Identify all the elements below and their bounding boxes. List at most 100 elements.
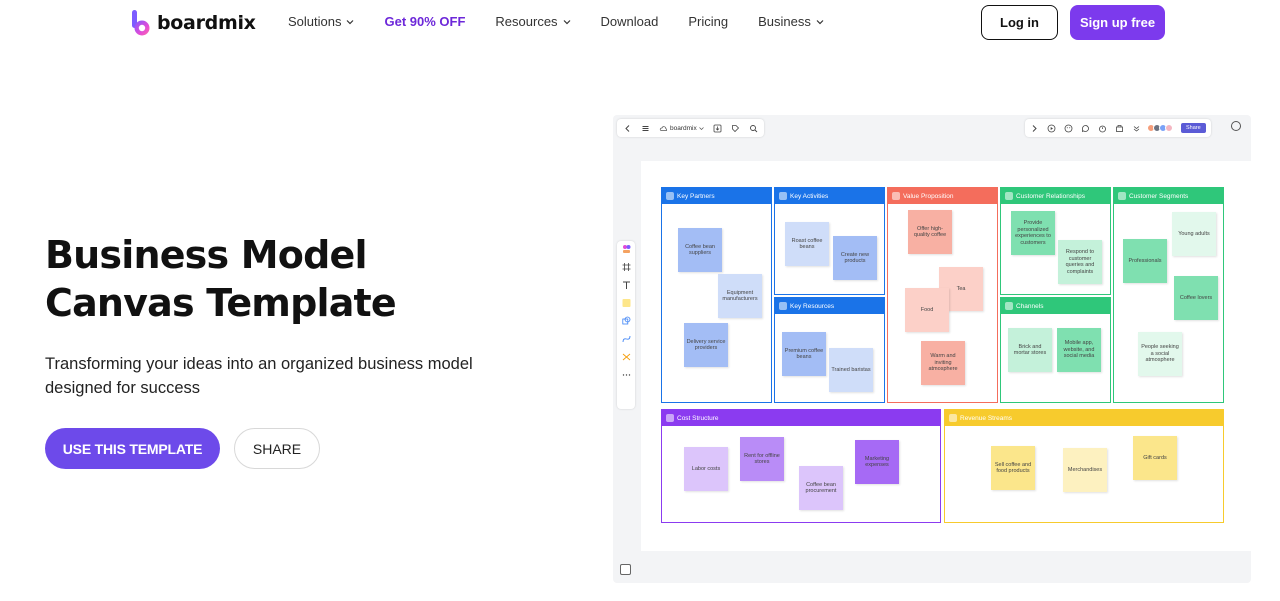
block-customer-segments: Customer Segments Young adults Professio…	[1113, 187, 1224, 403]
sticky-note[interactable]: Premium coffee beans	[782, 332, 826, 376]
value-proposition-icon	[892, 192, 900, 200]
sticky-note[interactable]: Offer high-quality coffee	[908, 210, 952, 254]
block-header: Key Activities	[775, 188, 884, 204]
more-chevron-icon	[1133, 125, 1140, 132]
sticky-note[interactable]: Rent for offline stores	[740, 437, 784, 481]
nav-promo-label: Get 90% OFF	[384, 14, 466, 29]
chevron-down-icon	[816, 19, 824, 24]
sticky-note[interactable]: Coffee bean procurement	[799, 466, 843, 510]
block-title: Customer Relationships	[1016, 192, 1086, 200]
customer-segments-icon	[1118, 192, 1126, 200]
back-icon	[625, 124, 630, 132]
key-partners-icon	[666, 192, 674, 200]
download-icon	[713, 124, 722, 132]
sticky-note[interactable]: Delivery service providers	[684, 323, 728, 367]
sticky-note[interactable]: Warm and inviting atmosphere	[921, 341, 965, 385]
key-resources-icon	[779, 302, 787, 310]
nav-resources[interactable]: Resources	[495, 14, 570, 29]
sticky-note[interactable]: Sell coffee and food products	[991, 446, 1035, 490]
sticky-note[interactable]: Respond to customer queries and complain…	[1058, 240, 1102, 284]
sticky-note[interactable]: Food	[905, 288, 949, 332]
signup-button[interactable]: Sign up free	[1070, 5, 1165, 40]
side-toolbar	[617, 241, 635, 409]
block-header: Key Partners	[662, 188, 771, 204]
nav-pricing-label: Pricing	[688, 14, 729, 29]
sticky-note[interactable]: Roast coffee beans	[785, 222, 829, 266]
help-icon[interactable]	[1231, 121, 1241, 131]
sticky-note[interactable]: Professionals	[1123, 239, 1167, 283]
title-line-1: Business Model	[45, 233, 367, 277]
key-activities-icon	[779, 192, 787, 200]
board-share-button[interactable]: Share	[1181, 123, 1206, 133]
sticky-note[interactable]: Merchandises	[1063, 448, 1107, 492]
text-icon	[622, 281, 630, 289]
nav-business[interactable]: Business	[758, 14, 824, 29]
sticky-note[interactable]: Create new products	[833, 236, 877, 280]
frame-icon	[622, 263, 630, 271]
use-template-button[interactable]: USE THIS TEMPLATE	[45, 428, 220, 469]
preview-toolbar-left: boardmix	[617, 119, 764, 137]
nav-solutions-label: Solutions	[288, 14, 342, 29]
block-title: Key Activities	[790, 192, 829, 200]
chevron-down-icon	[563, 19, 570, 24]
comment-icon	[1082, 124, 1089, 132]
sticky-note[interactable]: Marketing expenses	[855, 440, 899, 484]
sticky-note[interactable]: Coffee lovers	[1174, 276, 1218, 320]
boardmix-logo-icon	[132, 10, 150, 36]
block-channels: Channels Brick and mortar stores Mobile …	[1000, 297, 1111, 403]
block-cost-structure: Cost Structure Labor costs Rent for offl…	[661, 409, 941, 523]
chevron-down-icon	[698, 126, 704, 130]
minimap-icon[interactable]	[620, 564, 631, 575]
sticky-note[interactable]: Trained baristas	[829, 348, 873, 392]
block-title: Customer Segments	[1129, 192, 1189, 200]
revenue-streams-icon	[949, 414, 957, 422]
collaborator-avatars	[1147, 124, 1173, 132]
block-title: Key Resources	[790, 302, 835, 310]
more-icon	[622, 374, 630, 376]
sticky-note[interactable]: Provide personalized experiences to cust…	[1011, 211, 1055, 255]
nav-solutions[interactable]: Solutions	[288, 14, 354, 29]
chevron-right-icon	[1032, 124, 1037, 132]
preview-toolbar-right: Share	[1025, 119, 1211, 137]
logo-text: boardmix	[157, 12, 256, 34]
logo[interactable]: boardmix	[131, 9, 256, 37]
block-key-activities: Key Activities Roast coffee beans Create…	[774, 187, 885, 295]
block-header: Value Proposition	[888, 188, 997, 204]
sticky-note[interactable]: Equipment manufacturers	[718, 274, 762, 318]
vote-icon	[1116, 124, 1123, 132]
chevron-down-icon	[347, 19, 354, 24]
block-header: Revenue Streams	[945, 410, 1223, 426]
sticky-note[interactable]: People seeking a social atmosphere	[1138, 332, 1182, 376]
sticky-note[interactable]: Brick and mortar stores	[1008, 328, 1052, 372]
block-title: Channels	[1016, 302, 1044, 310]
block-key-resources: Key Resources Premium coffee beans Train…	[774, 297, 885, 403]
sticky-note[interactable]: Gift cards	[1133, 436, 1177, 480]
sticky-note[interactable]: Labor costs	[684, 447, 728, 491]
board-name: boardmix	[659, 124, 704, 133]
customer-relationships-icon	[1005, 192, 1013, 200]
share-button[interactable]: SHARE	[234, 428, 320, 469]
sticky-note-icon	[622, 299, 630, 307]
nav-promo[interactable]: Get 90% OFF	[384, 14, 465, 29]
nav-business-label: Business	[758, 14, 811, 29]
pen-icon	[622, 353, 630, 361]
nav-links: Solutions Get 90% OFF Resources Download…	[288, 14, 854, 29]
page-title: Business Model Canvas Template	[45, 231, 465, 327]
block-value-proposition: Value Proposition Offer high-quality cof…	[887, 187, 998, 403]
hero-subtitle: Transforming your ideas into an organize…	[45, 355, 473, 397]
sticky-note[interactable]: Coffee bean suppliers	[678, 228, 722, 272]
template-preview[interactable]: boardmix Share	[613, 115, 1251, 583]
shape-icon	[621, 316, 630, 325]
block-header: Channels	[1001, 298, 1110, 314]
login-button[interactable]: Log in	[981, 5, 1058, 40]
title-line-2: Canvas Template	[45, 281, 397, 325]
template-icon	[622, 245, 630, 253]
cloud-icon	[659, 125, 668, 131]
nav-download[interactable]: Download	[601, 14, 659, 29]
sticky-note[interactable]: Mobile app, website, and social media	[1057, 328, 1101, 372]
board-name-label: boardmix	[670, 124, 697, 132]
block-header: Cost Structure	[662, 410, 940, 426]
sticky-note[interactable]: Young adults	[1172, 212, 1216, 256]
nav-pricing[interactable]: Pricing	[688, 14, 728, 29]
menu-icon	[642, 125, 649, 131]
